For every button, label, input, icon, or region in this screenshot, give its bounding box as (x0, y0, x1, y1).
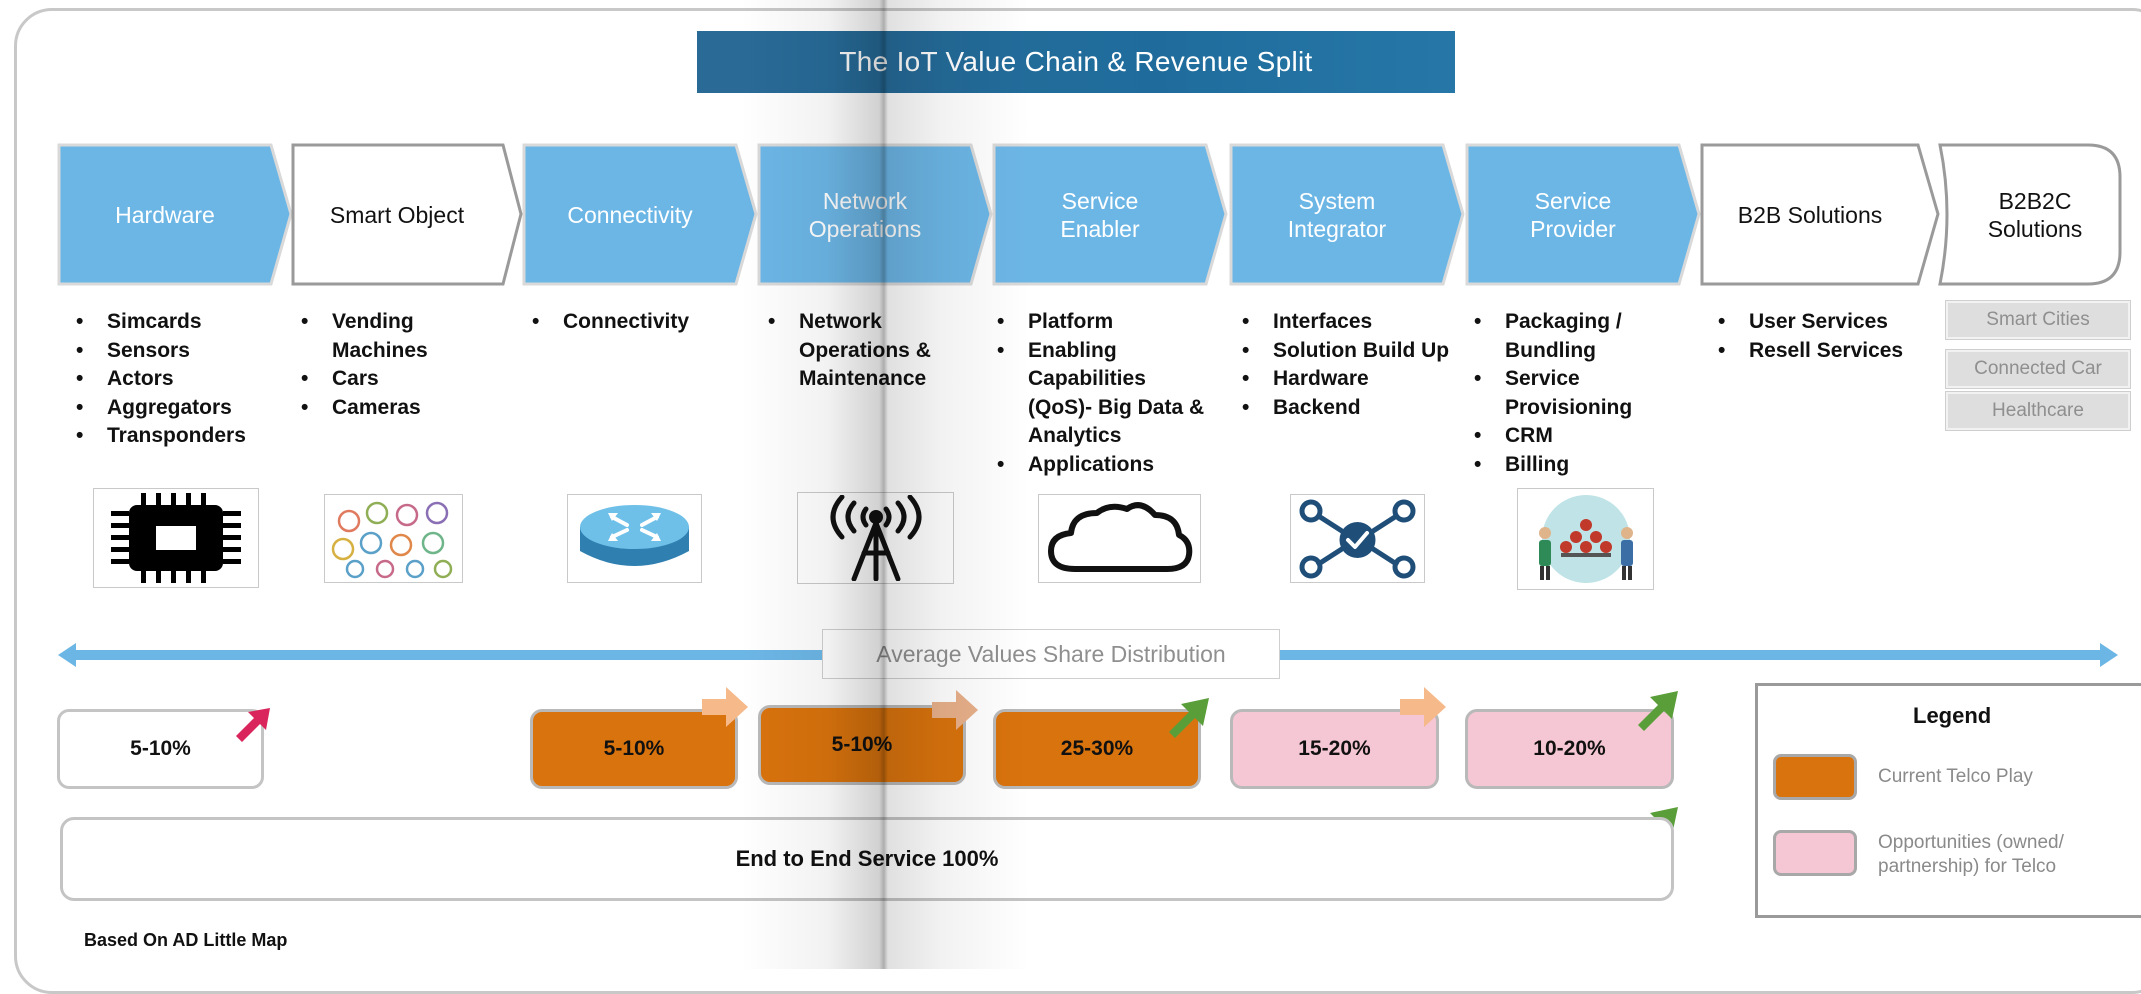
distribution-label: Average Values Share Distribution (822, 629, 1280, 679)
list-item: Solution Build Up (1228, 337, 1453, 366)
stage-label: System Integrator (1287, 187, 1387, 242)
smart-object-items: Vending Machines Cars Cameras (287, 308, 462, 422)
legend-swatch-telco (1773, 754, 1857, 800)
chip-connected-car: Connected Car (1945, 349, 2131, 389)
legend-swatch-opportunity (1773, 830, 1857, 876)
stage-label: Service Provider (1530, 187, 1616, 242)
network-operations-items: Network Operations & Maintenance (754, 308, 974, 394)
stage-b2b2c-solutions: B2B2C Solutions (1938, 143, 2122, 286)
stage-label: Hardware (115, 201, 215, 228)
list-item: Billing (1460, 451, 1675, 480)
stage-connectivity: Connectivity (522, 143, 758, 286)
list-item: Resell Services (1704, 337, 1919, 366)
list-item: Applications (983, 451, 1213, 480)
end-to-end-service: End to End Service 100% (60, 817, 1674, 901)
system-integrator-items: Interfaces Solution Build Up Hardware Ba… (1228, 308, 1453, 422)
stage-network-operations: Network Operations (757, 143, 993, 286)
router-icon (567, 494, 702, 583)
stage-hardware: Hardware (57, 143, 293, 286)
chip-healthcare: Healthcare (1945, 391, 2131, 431)
list-item: Connectivity (518, 308, 738, 337)
service-enabler-items: Platform Enabling Capabilities (QoS)- Bi… (983, 308, 1213, 479)
chevron-shape (757, 143, 993, 286)
service-provider-items: Packaging / Bundling Service Provisionin… (1460, 308, 1675, 479)
stage-smart-object: Smart Object (291, 143, 523, 286)
chevron-shape (1229, 143, 1465, 286)
smart-objects-icon (324, 494, 463, 583)
share-service-enabler: 25-30% (993, 709, 1201, 789)
list-item: User Services (1704, 308, 1919, 337)
stage-b2b-solutions: B2B Solutions (1700, 143, 1940, 286)
legend-title: Legend (1913, 703, 1992, 728)
list-item: Platform (983, 308, 1213, 337)
list-item: Backend (1228, 394, 1453, 423)
chevron-shape (291, 143, 523, 286)
list-item: Actors (62, 365, 282, 394)
list-item: Simcards (62, 308, 282, 337)
stage-system-integrator: System Integrator (1229, 143, 1465, 286)
green-arrow-icon (1169, 698, 1209, 738)
legend: Legend Current Telco Play Opportunities … (1755, 683, 2141, 918)
list-item: Network Operations & Maintenance (754, 308, 974, 394)
legend-label-telco: Current Telco Play (1878, 766, 2033, 787)
stage-label: Connectivity (567, 201, 693, 228)
stage-label: Smart Object (329, 201, 465, 228)
peach-arrow-icon (932, 690, 978, 730)
list-item: Transponders (62, 422, 282, 451)
share-connectivity: 5-10% (530, 709, 738, 789)
antenna-tower-icon (797, 492, 954, 584)
chevron-shape (1465, 143, 1701, 286)
list-item: CRM (1460, 422, 1675, 451)
share-network-operations: 5-10% (758, 705, 966, 785)
stage-label: Network Operations (808, 187, 922, 242)
chip-smart-cities: Smart Cities (1945, 300, 2131, 340)
legend-label-opportunity: Opportunities (owned/ partnership) for T… (1878, 832, 2064, 877)
list-item: Sensors (62, 337, 282, 366)
source-note: Based On AD Little Map (84, 930, 288, 950)
stage-service-enabler: Service Enabler (992, 143, 1228, 286)
list-item: Vending Machines (287, 308, 462, 365)
network-hub-icon (1290, 494, 1425, 583)
stage-service-provider: Service Provider (1465, 143, 1701, 286)
chevron-shape (1938, 143, 2122, 286)
peach-arrow-icon (702, 687, 748, 727)
stage-label: B2B2C Solutions (1987, 187, 2083, 242)
share-system-integrator: 15-20% (1230, 709, 1439, 789)
hardware-items: Simcards Sensors Actors Aggregators Tran… (62, 308, 282, 451)
green-arrow-icon (1638, 691, 1678, 731)
cloud-icon (1038, 494, 1201, 583)
list-item: Packaging / Bundling (1460, 308, 1675, 365)
chevron-shape (522, 143, 758, 286)
red-arrow-icon (236, 708, 270, 742)
peach-arrow-icon (1400, 687, 1446, 727)
stage-label: Service Enabler (1060, 187, 1140, 242)
chevron-shape (1700, 143, 1940, 286)
service-delivery-icon (1517, 488, 1654, 590)
list-item: Cars (287, 365, 462, 394)
share-service-provider: 10-20% (1465, 709, 1674, 789)
chevron-shape (992, 143, 1228, 286)
stage-label: B2B Solutions (1737, 201, 1883, 228)
chip-icon (93, 488, 259, 588)
page-title: The IoT Value Chain & Revenue Split (697, 31, 1455, 93)
chevron-shape (57, 143, 293, 286)
list-item: Enabling Capabilities (QoS)- Big Data & … (983, 337, 1213, 451)
list-item: Service Provisioning (1460, 365, 1675, 422)
list-item: Cameras (287, 394, 462, 423)
list-item: Aggregators (62, 394, 282, 423)
share-hardware: 5-10% (57, 709, 264, 789)
connectivity-items: Connectivity (518, 308, 738, 337)
list-item: Hardware (1228, 365, 1453, 394)
b2b-solutions-items: User Services Resell Services (1704, 308, 1919, 365)
list-item: Interfaces (1228, 308, 1453, 337)
